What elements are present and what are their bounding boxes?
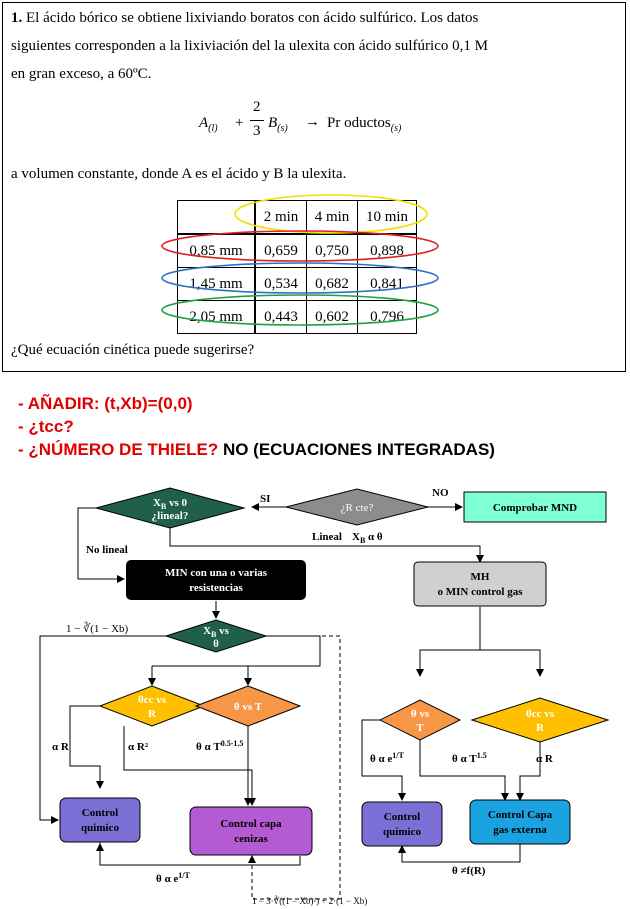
r-cte-label: ¿R cte? <box>341 502 374 514</box>
problem-line-1-text: El ácido bórico se obtiene lixiviando bo… <box>26 10 479 26</box>
problem-line-3: en gran exceso, a 60ºC. <box>11 66 152 82</box>
highlight-ellipse-row-3 <box>161 294 439 326</box>
eq-frac-bar <box>250 120 264 121</box>
thcc-vs-r-right-label-2: R <box>536 722 545 734</box>
eq-arrow: → <box>305 114 320 130</box>
control-quimico-label-1: Control <box>82 807 118 819</box>
theta-vs-t-right-label-2: T <box>416 722 424 734</box>
highlight-ellipse-header <box>234 194 428 234</box>
label-alpha-r: α R <box>52 741 70 753</box>
thcc-vs-r-label-2: R <box>148 708 157 720</box>
control-gas-box <box>469 799 571 845</box>
label-lineal: Lineal <box>312 531 342 543</box>
control-quimico-label-2: químico <box>81 822 119 834</box>
note-2: - ¿tcc? <box>18 417 74 436</box>
table-cell: 0,898 <box>357 233 417 268</box>
eq-plus: + <box>235 115 244 131</box>
problem-line-4: a volumen constante, donde A es el ácido… <box>11 166 347 182</box>
note-3: - ¿NÚMERO DE THIELE? NO (ECUACIONES INTE… <box>18 438 495 461</box>
label-si: SI <box>260 493 270 505</box>
root-formula-label: 1 − ∛(1 − Xb) <box>66 621 129 635</box>
label-theta-e-left: θ α e1/T <box>156 871 190 885</box>
label-theta-ne-f: θ ≠f(R) <box>452 865 486 877</box>
theta-vs-t-label: θ vs T <box>234 701 263 713</box>
thcc-vs-r-right-label-1: θcc vs <box>526 708 555 720</box>
table-header-cell: 4 min <box>306 200 358 235</box>
comprobar-mnd-label: Comprobar MND <box>493 502 577 514</box>
xb-vs-theta-diamond <box>164 619 268 653</box>
table-cell: 0,443 <box>254 300 307 334</box>
theta-vs-t-diamond <box>194 685 302 727</box>
table-header-cell: 2 min <box>254 200 307 235</box>
bottom-formula: 1 − 3·∛((1 − Xb)²) + 2·(1 − Xb) <box>252 895 367 906</box>
table-highlights <box>161 194 439 326</box>
eq-reactant-b-phase: (s) <box>277 123 288 134</box>
min-box-label-1: MIN con una o varias <box>165 567 268 579</box>
control-gas-label-1: Control Capa <box>488 809 553 821</box>
control-quimico-right-label-1: Control <box>384 811 420 823</box>
notes: - AÑADIR: (t,Xb)=(0,0) - ¿tcc? - ¿NÚMERO… <box>18 392 495 461</box>
table-header-cell: 10 min <box>357 200 417 235</box>
table-cell: 0,602 <box>306 300 358 334</box>
table-cell: 0,659 <box>254 233 307 268</box>
table-header-row: 2 min 4 min 10 min <box>177 200 417 235</box>
xb-vs-theta-label-1: XB vs <box>203 625 230 639</box>
eq-frac-den: 3 <box>253 123 261 139</box>
label-no: NO <box>432 487 449 499</box>
eq-products-phase: (s) <box>390 123 402 134</box>
eq-reactant-b: B <box>268 115 278 131</box>
highlight-ellipse-row-1 <box>161 230 439 262</box>
xb-vs-theta-label-2: θ <box>213 638 219 650</box>
xb-vs-0-diamond <box>94 487 246 529</box>
xb-vs-0-label-1: XB vs 0 <box>153 497 188 511</box>
control-quimico-right-label-2: químico <box>383 826 421 838</box>
table-cell: 1,45 mm <box>177 267 256 301</box>
table-cell: 0,796 <box>357 300 417 334</box>
label-theta-e-right: θ α e1/T <box>370 751 404 765</box>
thcc-vs-r-diamond <box>98 685 206 727</box>
control-gas-label-2: gas externa <box>493 824 547 836</box>
label-lineal-rel: XB α θ <box>352 531 383 545</box>
thcc-vs-r-right-diamond <box>470 697 610 743</box>
note-3-black: NO (ECUACIONES INTEGRADAS) <box>218 440 495 459</box>
thcc-vs-r-label-1: θcc vs <box>138 694 167 706</box>
table-cell: 0,841 <box>357 267 417 301</box>
flowchart: XB vs 0 ¿lineal? SI ¿R cte? NO Comprobar… <box>39 487 610 906</box>
control-cenizas-label-1: Control capa <box>220 818 282 830</box>
label-theta-t-rel: θ α T0.5-1.5 <box>196 739 243 753</box>
problem-box: 1. El ácido bórico se obtiene lixiviando… <box>2 2 626 372</box>
control-quimico-box <box>59 797 141 843</box>
mh-label-1: MH <box>471 571 490 583</box>
label-no-lineal: No lineal <box>86 544 128 556</box>
min-box-label-2: resistencias <box>189 582 243 594</box>
table-row: 2,05 mm 0,443 0,602 0,796 <box>177 300 417 334</box>
theta-vs-t-right-label-1: θ vs <box>411 708 430 720</box>
problem-line-2: siguientes corresponden a la lixiviación… <box>11 38 488 54</box>
note-1: - AÑADIR: (t,Xb)=(0,0) <box>18 394 193 413</box>
label-theta-t15: θ α T1.5 <box>452 751 487 765</box>
r-cte-diamond <box>285 488 429 526</box>
problem-line-1: 1. El ácido bórico se obtiene lixiviando… <box>11 7 478 29</box>
control-cenizas-box <box>189 806 313 856</box>
mh-box <box>413 561 547 607</box>
control-quimico-right-box <box>361 801 443 847</box>
theta-vs-t-right-diamond <box>378 699 462 741</box>
label-alpha-r2: α R² <box>128 741 149 753</box>
eq-reactant-a: A <box>199 115 209 131</box>
control-cenizas-label-2: cenizas <box>234 833 268 845</box>
eq-products: Pr oductos <box>327 115 391 131</box>
label-alpha-r-right: α R <box>536 753 554 765</box>
xb-vs-0-label-2: ¿lineal? <box>152 510 189 522</box>
problem-question: ¿Qué ecuación cinética puede sugerirse? <box>11 342 255 358</box>
highlight-ellipse-row-2 <box>161 262 439 294</box>
note-3-red: - ¿NÚMERO DE THIELE? <box>18 440 219 459</box>
table-cell: 0,750 <box>306 233 358 268</box>
eq-reactant-a-phase: (l) <box>208 123 218 134</box>
comprobar-mnd-box <box>463 491 607 523</box>
eq-frac-num: 2 <box>253 99 261 115</box>
min-resistencias-box <box>126 560 306 600</box>
problem-number: 1. <box>11 10 23 26</box>
mh-label-2: o MIN control gas <box>437 586 523 598</box>
